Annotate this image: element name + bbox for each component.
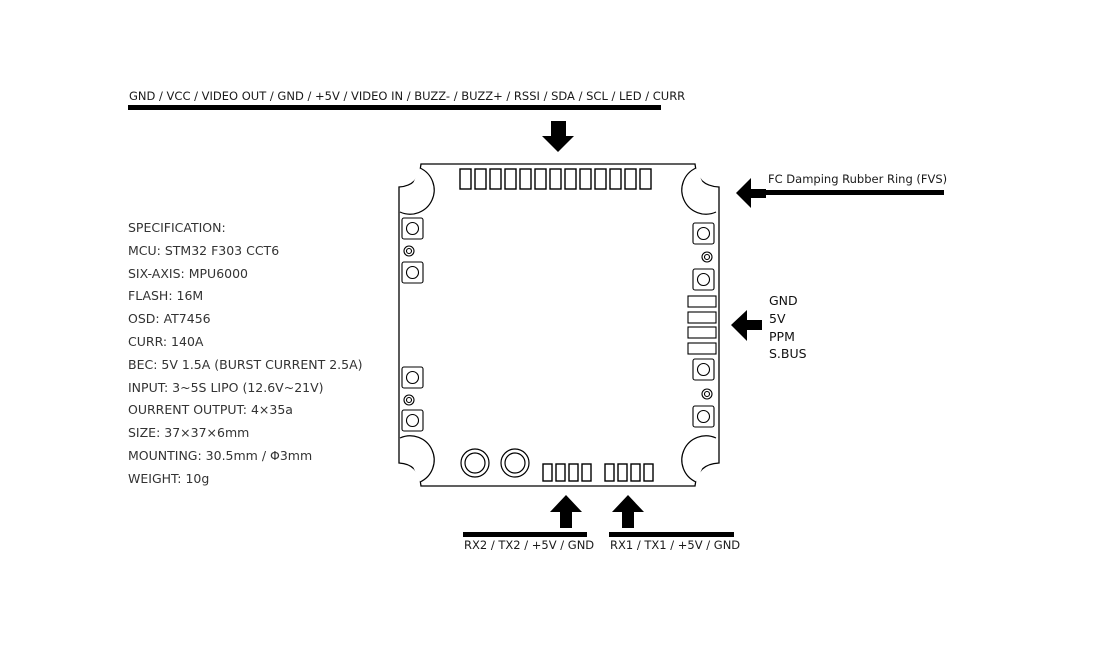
spec-line: BEC: 5V 1.5A (BURST CURRENT 2.5A) [128, 356, 363, 372]
damping-underline [740, 190, 944, 195]
spec-line: CURR: 140A [128, 333, 204, 349]
spec-line: MCU: STM32 F303 CCT6 [128, 242, 280, 258]
top-header-pads [459, 168, 652, 190]
motor-pads-left [401, 217, 424, 432]
power-pads [460, 448, 530, 478]
spec-line: FLASH: 16M [128, 288, 204, 304]
uart2-label: RX2 / TX2 / +5V / GND [464, 538, 595, 552]
receiver-pads [687, 295, 717, 355]
top-header-label: GND / VCC / VIDEO OUT / GND / +5V / VIDE… [129, 89, 686, 103]
specification-list: SPECIFICATION: MCU: STM32 F303 CCT6 SIX-… [128, 219, 363, 493]
arrow-left-icon [736, 178, 766, 208]
damping-label: FC Damping Rubber Ring (FVS) [768, 172, 948, 186]
rx-pin-label: PPM [769, 328, 795, 344]
rx-pin-label: S.BUS [769, 346, 807, 362]
spec-line: OSD: AT7456 [128, 311, 211, 327]
spec-line: SIZE: 37×37×6mm [128, 425, 250, 441]
arrow-up-uart2-icon [550, 495, 582, 528]
uart-pads [542, 463, 654, 482]
rx-pin-label: GND [769, 293, 798, 308]
arrow-left-rx-icon [731, 310, 762, 341]
spec-line: WEIGHT: 10g [128, 470, 210, 486]
board-outline [398, 163, 720, 487]
arrow-down-icon [542, 121, 574, 152]
spec-line: MOUNTING: 30.5mm / Φ3mm [128, 447, 313, 463]
header-underline [128, 105, 661, 110]
spec-line: SPECIFICATION: [128, 220, 226, 235]
arrow-up-uart1-icon [612, 495, 644, 528]
spec-line: OURRENT OUTPUT: 4×35a [128, 402, 293, 418]
motor-pads-right [692, 222, 715, 428]
rx-pin-label: 5V [769, 310, 786, 326]
uart1-label: RX1 / TX1 / +5V / GND [610, 538, 741, 552]
spec-line: SIX-AXIS: MPU6000 [128, 265, 249, 281]
receiver-pin-list: GND 5V PPM S.BUS [769, 293, 807, 364]
spec-line: INPUT: 3~5S LIPO (12.6V~21V) [128, 379, 324, 395]
uart1-underline [609, 532, 734, 537]
uart2-underline [463, 532, 587, 537]
mounting-holes [399, 167, 717, 483]
